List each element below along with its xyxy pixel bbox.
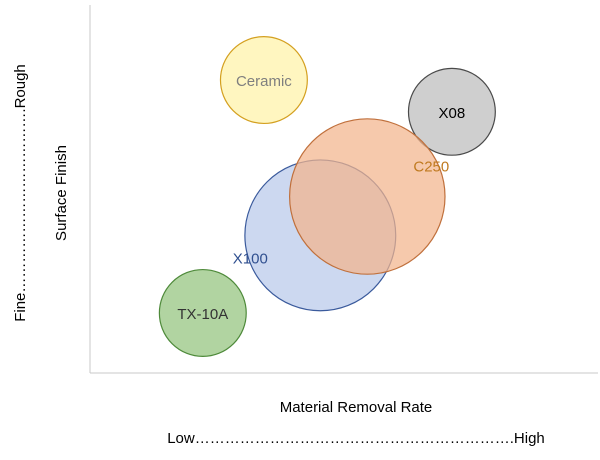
y-axis-label: Surface Finish — [53, 145, 70, 241]
x-scale-label: Low……………………………………………………….High — [167, 430, 545, 447]
bubble-label-tx-10a: TX-10A — [177, 306, 228, 323]
bubble-label-ceramic: Ceramic — [236, 73, 292, 90]
bubble-ceramic — [219, 35, 308, 125]
y-scale-label: Fine……………………………….Rough — [12, 64, 29, 322]
x-axis-label: Material Removal Rate — [280, 399, 433, 416]
bubble-label-x100: X100 — [233, 250, 268, 267]
bubble-x08 — [407, 67, 496, 156]
bubble-label-x08: X08 — [439, 105, 466, 122]
bubble-tx-10a — [158, 268, 247, 358]
bubble-c250 — [288, 118, 446, 275]
bubble-layer — [158, 35, 496, 358]
bubble-label-c250: C250 — [413, 159, 449, 176]
